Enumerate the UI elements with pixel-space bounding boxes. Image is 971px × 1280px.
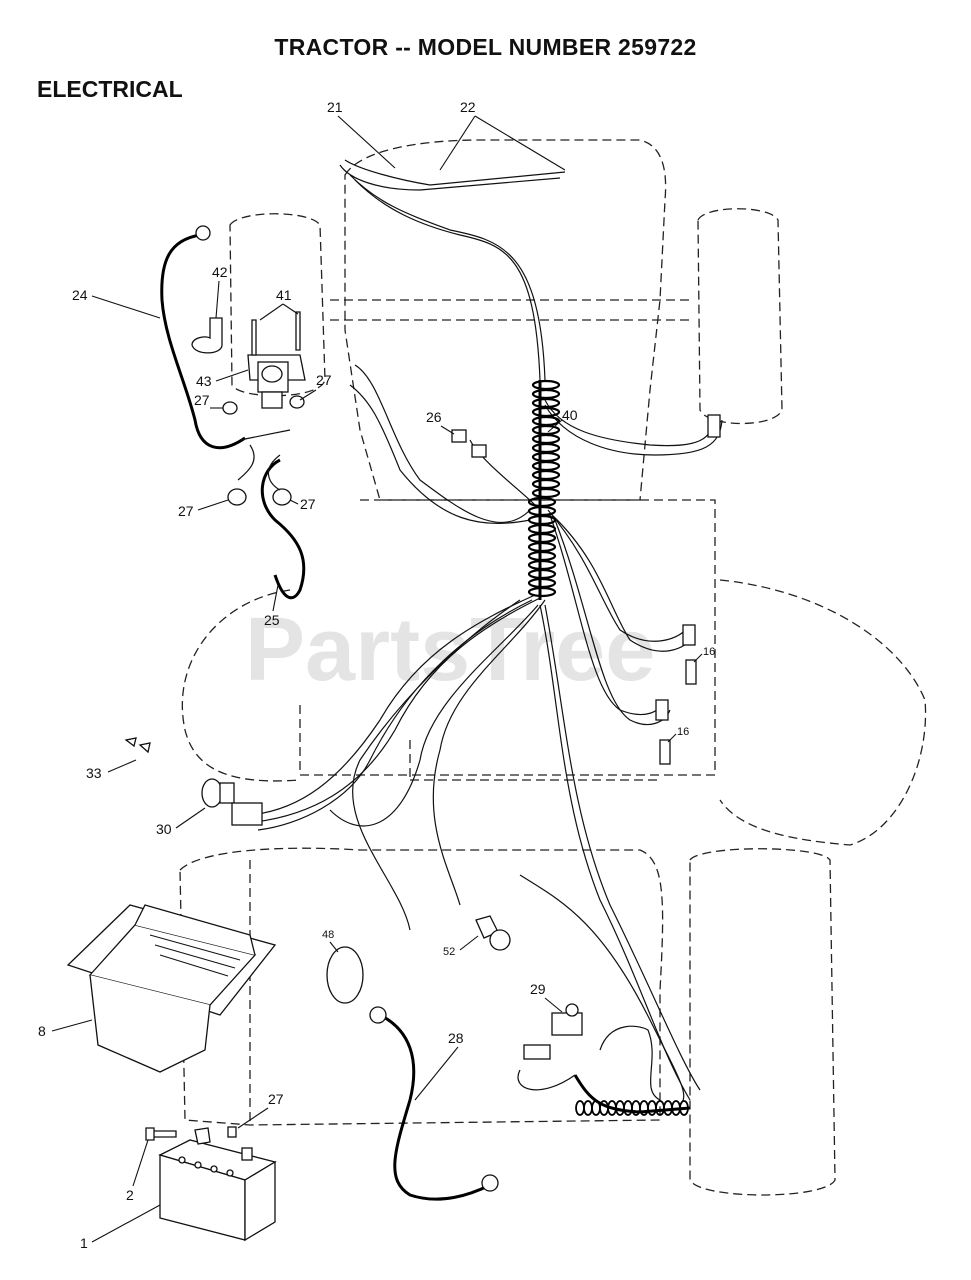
fender-line — [409, 740, 660, 781]
battery-terminal — [194, 1127, 211, 1145]
ring-terminal — [195, 225, 211, 241]
coil-segment — [531, 442, 561, 454]
solenoid-43 — [247, 354, 306, 409]
callout-label: 43 — [196, 373, 212, 389]
coil-cord-segment — [583, 1100, 593, 1116]
key-33 — [124, 737, 151, 754]
frame-center — [299, 499, 716, 776]
bolt-41 — [295, 311, 301, 351]
nuts-27 — [222, 395, 305, 506]
callout-label: 28 — [448, 1030, 464, 1046]
coil-segment — [527, 541, 557, 553]
callout-label: 52 — [443, 946, 455, 958]
callout-labels: 21 22 24 42 41 43 27 27 27 27 26 40 — [38, 99, 715, 1251]
ring-terminal — [481, 1174, 499, 1192]
coil-segment — [531, 406, 561, 418]
bolt-2 — [145, 1127, 177, 1141]
coil-segment — [531, 487, 561, 499]
connector-26 — [451, 429, 467, 443]
callout-label: 30 — [156, 821, 172, 837]
coil-segment — [531, 388, 561, 400]
callout-label: 27 — [194, 392, 210, 408]
callout-label: 27 — [300, 496, 316, 512]
section-heading: ELECTRICAL — [37, 76, 183, 102]
callout-label: 16 — [677, 726, 689, 738]
coil-segment — [527, 568, 557, 580]
coil-cord-segment — [575, 1100, 585, 1116]
coil-segment — [531, 415, 561, 427]
callout-label: 27 — [178, 503, 194, 519]
callout-label: 22 — [460, 99, 476, 115]
coil-segment — [527, 523, 557, 535]
coil-segment — [527, 550, 557, 562]
deck-left — [181, 589, 301, 782]
coil-segment — [531, 424, 561, 436]
coil-segment — [527, 505, 557, 517]
callout-label: 8 — [38, 1023, 46, 1039]
callout-label: 27 — [268, 1091, 284, 1107]
callout-label: 42 — [212, 264, 228, 280]
callout-label: 27 — [316, 372, 332, 388]
coil-cord — [573, 1074, 691, 1114]
callout-label: 26 — [426, 409, 442, 425]
callout-label: 29 — [530, 981, 546, 997]
strap-42 — [191, 317, 223, 354]
connector — [523, 1044, 551, 1060]
connector-16 — [655, 699, 669, 721]
coil-segment — [531, 451, 561, 463]
coil-segment — [527, 496, 557, 508]
switch-48 — [326, 946, 364, 1004]
coil-cord-segment — [647, 1100, 657, 1116]
callout-label: 48 — [322, 929, 334, 941]
coil-cord-segment — [663, 1100, 673, 1116]
watermark: PartsTree — [245, 600, 655, 700]
coil-segment — [531, 379, 561, 391]
callout-label: 40 — [562, 407, 578, 423]
bolt-41 — [251, 319, 257, 356]
switch-29 — [551, 1003, 583, 1036]
coil-segment — [527, 559, 557, 571]
front-axle-line — [330, 299, 690, 321]
battery-1 — [158, 1139, 277, 1242]
tractor-outline — [179, 139, 927, 1196]
connector-16 — [659, 739, 671, 765]
ground-cable-25 — [260, 458, 306, 600]
callout-label: 41 — [276, 287, 292, 303]
coil-segment — [531, 478, 561, 490]
page-title: TRACTOR -- MODEL NUMBER 259722 — [274, 34, 697, 60]
coil-segment — [531, 469, 561, 481]
ground-cable-24 — [160, 233, 246, 450]
callout-label: 1 — [80, 1235, 88, 1251]
ring-terminal — [369, 1006, 387, 1024]
callout-label: 16 — [703, 646, 715, 658]
coil-cord-segment — [623, 1100, 633, 1116]
seat-pan — [179, 847, 664, 1126]
deck-right — [719, 579, 927, 846]
connector-16 — [682, 624, 696, 646]
coil-segment — [527, 586, 557, 598]
front-right-wheel — [697, 208, 783, 425]
front-left-wheel — [229, 213, 326, 397]
coil-segment — [527, 532, 557, 544]
coil-segment — [527, 577, 557, 589]
battery-tray-8 — [66, 904, 277, 1073]
battery-cable-28 — [379, 1013, 491, 1201]
connector-26 — [471, 444, 487, 458]
wire-harness — [249, 159, 723, 1106]
connector — [707, 414, 721, 438]
rear-right-wheel — [689, 848, 836, 1196]
coil-segment — [531, 433, 561, 445]
connector-16 — [685, 659, 697, 685]
ignition-switch-30 — [201, 778, 263, 826]
nut-27 — [227, 1126, 237, 1138]
callout-label: 2 — [126, 1187, 134, 1203]
callout-label: 25 — [264, 612, 280, 628]
coil-segment — [531, 460, 561, 472]
callout-label: 24 — [72, 287, 88, 303]
switch-52-body — [489, 929, 511, 951]
callout-label: 21 — [327, 99, 343, 115]
callout-label: 33 — [86, 765, 102, 781]
